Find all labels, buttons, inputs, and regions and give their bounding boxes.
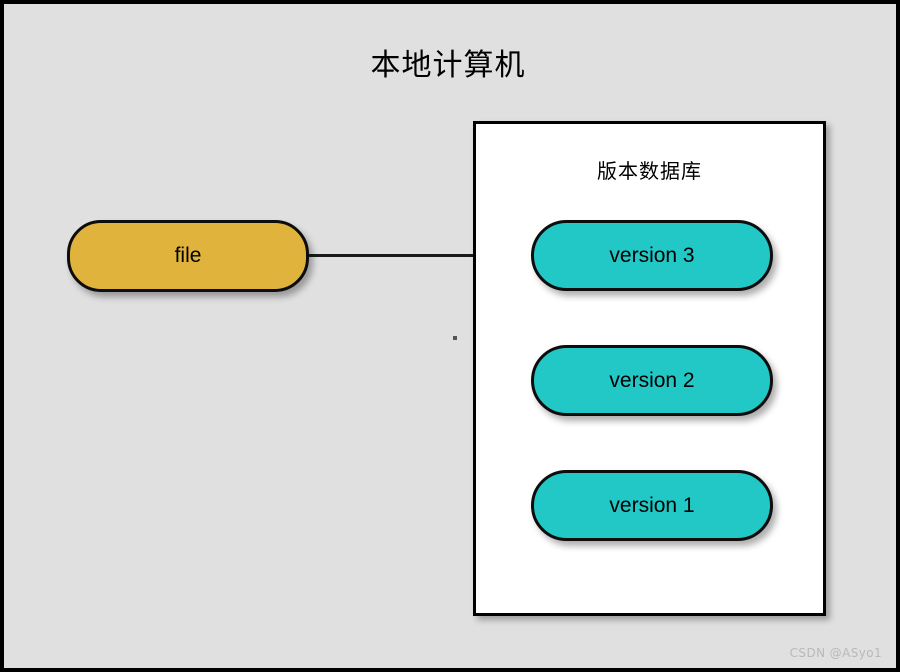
version-database-title: 版本数据库 (597, 159, 702, 183)
node-file[interactable]: file (67, 220, 309, 292)
watermark: CSDN @ASyo1 (789, 646, 882, 660)
diagram-title: 本地计算机 (370, 48, 526, 83)
node-version-2[interactable]: version 2 (531, 345, 773, 416)
node-version-3-label: version 3 (609, 243, 695, 267)
stray-speck-artifact (453, 336, 457, 340)
node-version-1[interactable]: version 1 (531, 470, 773, 541)
node-version-3[interactable]: version 3 (531, 220, 773, 291)
node-version-1-label: version 1 (609, 493, 695, 517)
node-version-2-label: version 2 (609, 368, 695, 392)
edge-file-to-version3 (307, 254, 535, 257)
node-file-label: file (174, 244, 202, 267)
